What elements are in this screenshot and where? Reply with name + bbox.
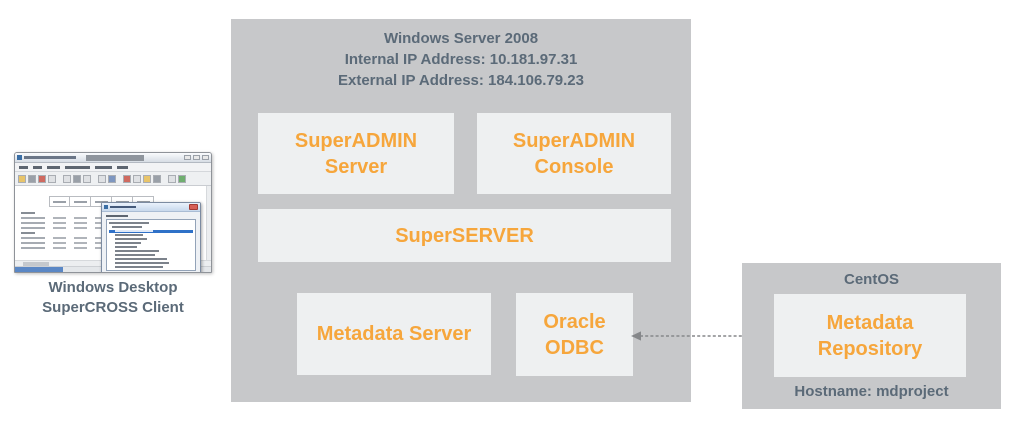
centos-title: CentOS (843, 271, 899, 288)
close-icon (189, 204, 198, 210)
metadata-repository-label: Metadata Repository (817, 311, 923, 360)
selected-list-item (109, 230, 193, 233)
toolbar-icon (133, 174, 141, 183)
windows-server-title: Windows Server 2008 (383, 30, 539, 47)
oracle-odbc-label: Oracle ODBC (543, 310, 606, 359)
client-caption-line2: SuperCROSS Client (42, 299, 184, 316)
dialog-icon (104, 205, 108, 209)
dialog-field-list (106, 219, 196, 271)
superadmin-console-node: SuperADMIN Console (477, 113, 671, 194)
titlebar-shade (86, 154, 144, 161)
windows-server-group: Windows Server 2008 Internal IP Address:… (231, 19, 691, 402)
client-caption-line1: Windows Desktop (48, 279, 178, 296)
toolbar-icon (28, 174, 36, 183)
toolbar-icon (18, 174, 26, 183)
metadata-server-node: Metadata Server (297, 293, 491, 375)
toolbar-icon (63, 174, 71, 183)
centos-group: CentOS Metadata Repository Hostname: mdp… (742, 263, 1001, 409)
dialog-title (110, 206, 136, 208)
toolbar-icon (178, 174, 186, 183)
client-table-area (15, 186, 211, 272)
internal-ip-address: Internal IP Address: 10.181.97.31 (344, 51, 578, 68)
metadata-repository-node: Metadata Repository (774, 294, 966, 377)
fields-dialog (101, 202, 201, 272)
client-window-titlebar (15, 153, 211, 163)
toolbar-icon (73, 174, 81, 183)
toolbar-icon (123, 174, 131, 183)
toolbar-icon (38, 174, 46, 183)
maximize-icon (193, 155, 200, 160)
toolbar-icon (153, 174, 161, 183)
minimize-icon (184, 155, 191, 160)
superserver-label: SuperSERVER (395, 224, 534, 247)
oracle-odbc-node: Oracle ODBC (516, 293, 633, 376)
external-ip-address: External IP Address: 184.106.79.23 (338, 72, 584, 89)
superadmin-server-label: SuperADMIN Server (294, 129, 418, 178)
metadata-server-label: Metadata Server (316, 323, 472, 345)
app-icon (17, 155, 22, 160)
toolbar-icon (108, 174, 116, 183)
toolbar-icon (143, 174, 151, 183)
superadmin-server-node: SuperADMIN Server (258, 113, 454, 194)
client-menubar (15, 163, 211, 172)
client-toolbar (15, 172, 211, 186)
superadmin-console-label: SuperADMIN Console (512, 129, 636, 178)
toolbar-icon (98, 174, 106, 183)
client-window-title (24, 156, 76, 159)
superserver-node: SuperSERVER (258, 209, 671, 262)
toolbar-icon (48, 174, 56, 183)
windows-server-header: Windows Server 2008 Internal IP Address:… (231, 28, 691, 91)
centos-hostname: Hostname: mdproject (794, 383, 949, 400)
dialog-titlebar (102, 203, 200, 212)
toolbar-icon (83, 174, 91, 183)
toolbar-icon (168, 174, 176, 183)
close-icon (202, 155, 209, 160)
client-caption: Windows Desktop SuperCROSS Client (6, 278, 220, 318)
dialog-label (106, 215, 128, 217)
supercross-client-screenshot (14, 152, 212, 273)
vertical-scrollbar (206, 186, 211, 260)
